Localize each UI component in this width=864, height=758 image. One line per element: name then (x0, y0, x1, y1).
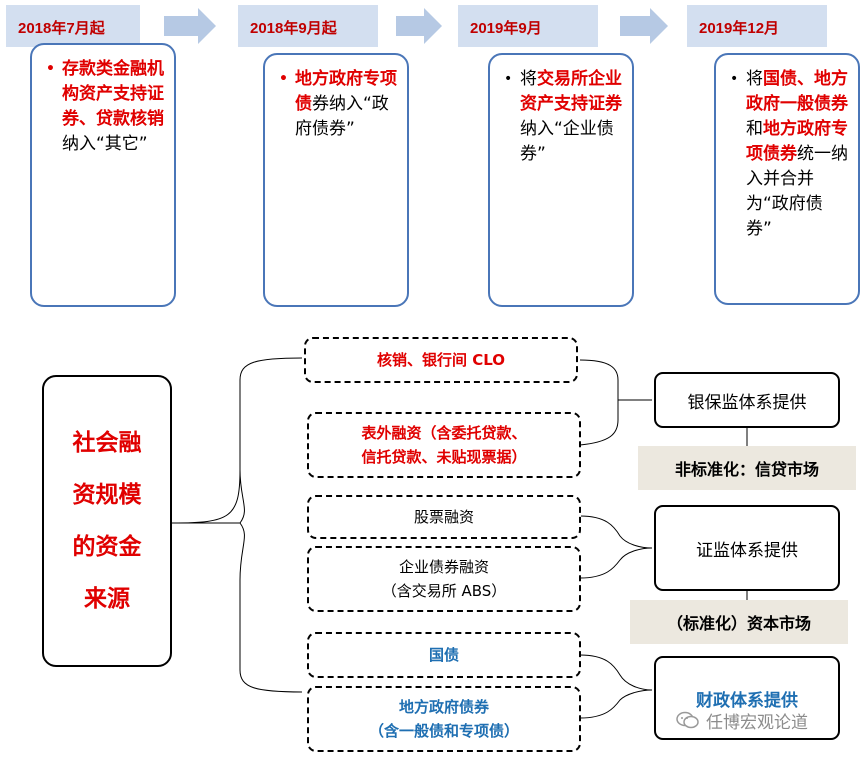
timeline-card-4: • 将国债、地方政府一般债券和地方政府专项债券统一纳入并合并为“政府债券” (714, 53, 860, 305)
source-corporate-bond-line-2: （含交易所 ABS） (381, 582, 507, 600)
timeline-arrow-1 (164, 8, 216, 44)
brace-group-1 (579, 359, 652, 446)
timeline-card-4-text-a: 将 (746, 69, 763, 89)
timeline-date-2-label: 2018年9月起 (250, 20, 337, 37)
timeline-card-3-text-b: 纳入“企业债券” (520, 119, 614, 164)
timeline-card-2-text: 券纳入“政府债券” (295, 94, 389, 139)
timeline-card-4-text-b: 和 (746, 119, 763, 139)
source-treasury-line-1: 国债 (428, 646, 459, 664)
timeline-card-1-text: 纳入“其它” (62, 134, 148, 154)
timeline-date-4: 2019年12月 (687, 5, 827, 47)
brace-group-2 (579, 515, 653, 579)
timeline-card-1-item: • 存款类金融机构资产支持证券、贷款核销纳入“其它” (46, 57, 164, 157)
source-corporate-bond: 企业债券融资 （含交易所 ABS） (307, 546, 581, 612)
timeline-date-1: 2018年7月起 (6, 5, 140, 47)
bullet-icon: • (730, 71, 739, 87)
timeline-card-4-highlight-a: 国债、地方政府一般债券 (746, 69, 848, 114)
timeline-card-3: • 将交易所企业资产支持证券纳入“企业债券” (488, 53, 634, 307)
timeline-card-2-highlight: 地方政府专项债 (295, 69, 397, 114)
source-equity: 股票融资 (307, 495, 581, 539)
source-local-gov-bond-line-1: 地方政府债券 (398, 698, 489, 716)
timeline-card-1: • 存款类金融机构资产支持证券、贷款核销纳入“其它” (30, 43, 176, 307)
source-local-gov-bond-line-2: （含一般债和专项债） (368, 722, 519, 740)
timeline-card-1-highlight: 存款类金融机构资产支持证券、贷款核销 (62, 59, 164, 129)
market-standard-label: （标准化）资本市场 (666, 614, 811, 633)
source-corporate-bond-line-1: 企业债券融资 (398, 558, 489, 576)
funding-source-line-1: 社会融 (72, 430, 142, 456)
bullet-icon: • (46, 61, 55, 77)
timeline-date-3-label: 2019年9月 (470, 20, 542, 37)
wechat-icon (676, 711, 699, 729)
provider-cbirc-label: 银保监体系提供 (687, 392, 807, 413)
timeline-card-2: • 地方政府专项债券纳入“政府债券” (263, 53, 409, 307)
timeline-card-4-highlight-b: 地方政府专项债券 (746, 119, 848, 164)
timeline-arrows (164, 8, 668, 44)
source-writeoff-clo: 核销、银行间 CLO (304, 337, 578, 383)
market-standard: （标准化）资本市场 (630, 600, 848, 644)
timeline-date-1-label: 2018年7月起 (18, 20, 105, 37)
provider-csrc-label: 证监体系提供 (696, 540, 798, 561)
bullet-icon: • (279, 71, 288, 87)
source-equity-line-1: 股票融资 (413, 508, 474, 526)
source-offbalance: 表外融资（含委托贷款、 信托贷款、未贴现票据） (307, 412, 581, 478)
funding-source-line-4: 来源 (84, 586, 130, 612)
watermark: 任博宏观论道 (676, 706, 856, 734)
market-nonstandard-label: 非标准化：信贷市场 (674, 460, 819, 479)
timeline-card-2-item: • 地方政府专项债券纳入“政府债券” (279, 67, 397, 142)
funding-source-line-2: 资规模 (72, 482, 142, 508)
timeline-arrow-3 (620, 8, 668, 44)
funding-source-line-3: 的资金 (72, 534, 142, 560)
bullet-icon: • (504, 71, 513, 87)
provider-finance: 财政体系提供 (654, 656, 840, 740)
provider-finance-label: 财政体系提供 (696, 690, 798, 711)
provider-csrc: 证监体系提供 (654, 505, 840, 591)
timeline-card-3-item: • 将交易所企业资产支持证券纳入“企业债券” (504, 67, 622, 167)
provider-cbirc: 银保监体系提供 (654, 372, 840, 428)
timeline-arrow-2 (396, 8, 442, 44)
brace-group-3 (579, 654, 653, 719)
timeline-date-2: 2018年9月起 (238, 5, 378, 47)
source-offbalance-line-1: 表外融资（含委托贷款、 (361, 424, 527, 442)
source-brace (171, 357, 303, 693)
funding-source-box: 社会融 资规模 的资金 来源 (42, 375, 172, 667)
timeline-card-4-item: • 将国债、地方政府一般债券和地方政府专项债券统一纳入并合并为“政府债券” (730, 67, 848, 242)
timeline-date-3: 2019年9月 (458, 5, 598, 47)
timeline-card-3-highlight: 交易所企业资产支持证券 (520, 69, 622, 114)
source-writeoff-clo-line-1: 核销、银行间 CLO (376, 351, 505, 369)
timeline-card-4-text-c: 统一纳入并合并为“政府债券” (746, 144, 848, 239)
watermark-text: 任博宏观论道 (706, 712, 808, 733)
market-nonstandard: 非标准化：信贷市场 (638, 446, 856, 490)
source-treasury: 国债 (307, 632, 581, 678)
source-local-gov-bond: 地方政府债券 （含一般债和专项债） (307, 686, 581, 752)
timeline-card-3-text-a: 将 (520, 69, 537, 89)
source-offbalance-line-2: 信托贷款、未贴现票据） (361, 448, 527, 466)
timeline-date-4-label: 2019年12月 (699, 20, 780, 37)
